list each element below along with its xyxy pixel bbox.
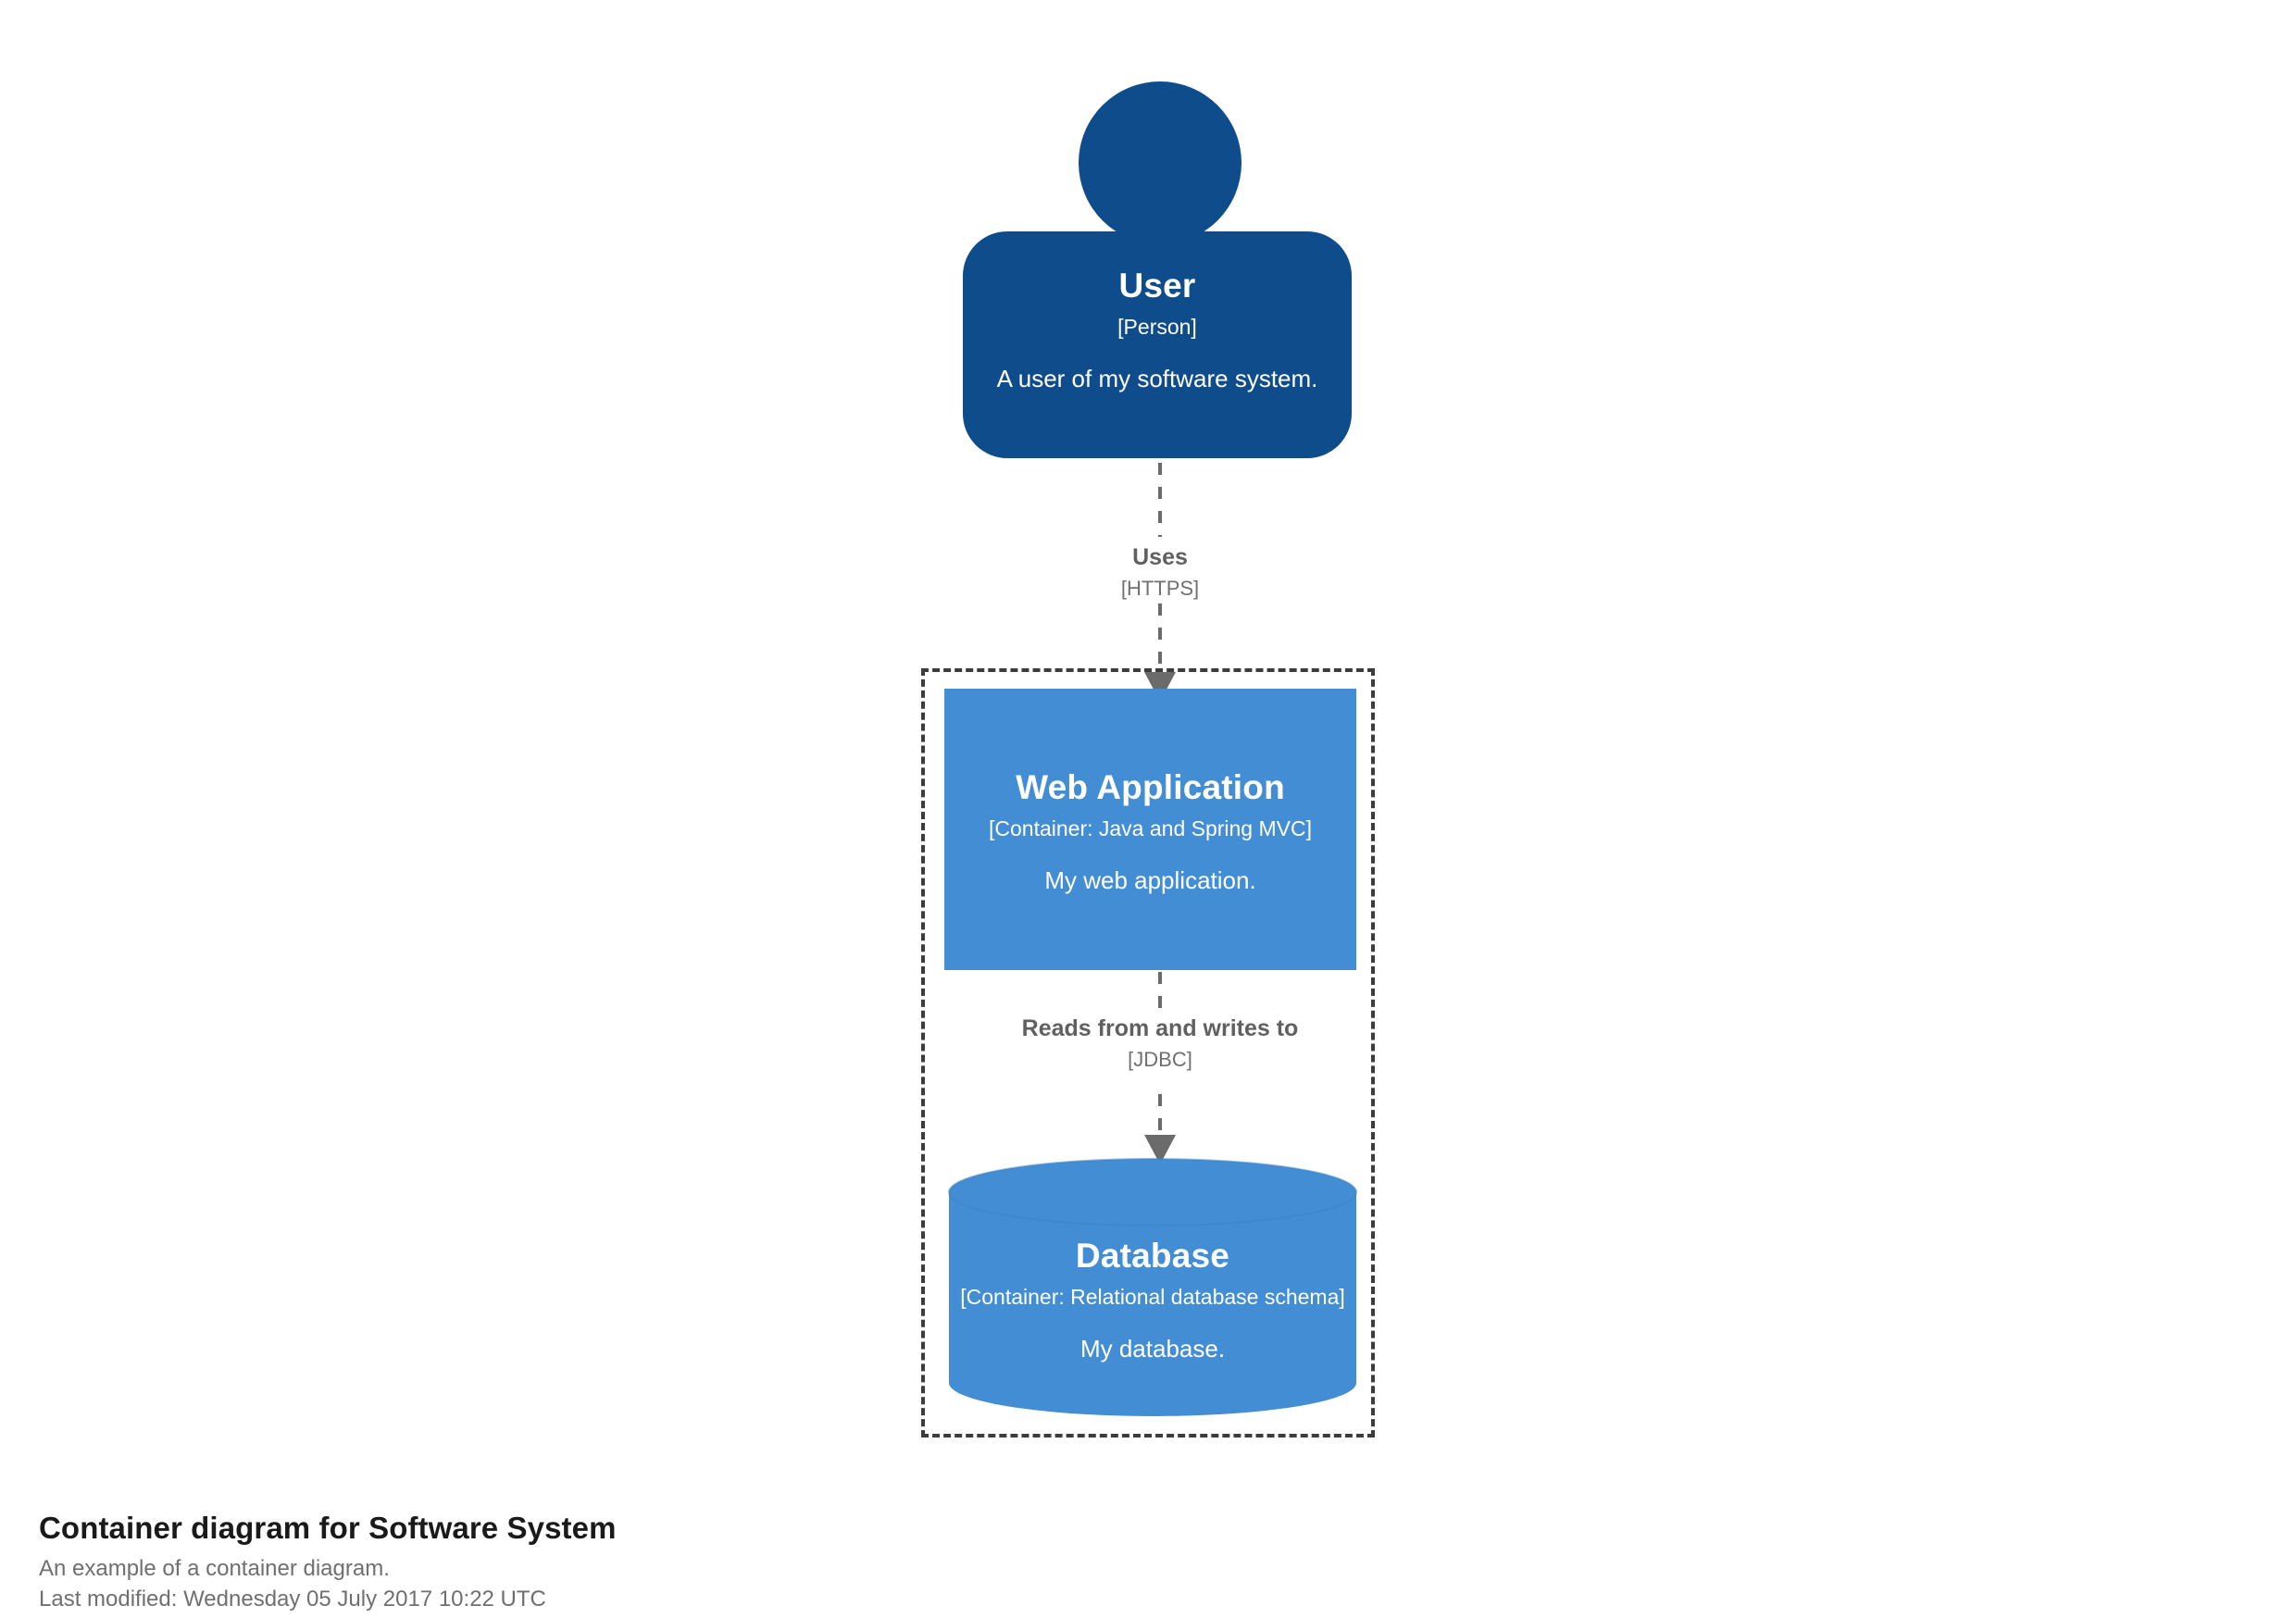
database-cylinder-top-ellipse	[948, 1191, 1357, 1226]
user-body-shape	[963, 231, 1352, 458]
relationship-reads-writes	[1144, 972, 1176, 1164]
database-cylinder-shape	[948, 1158, 1357, 1416]
relationship-uses	[1144, 463, 1176, 702]
database-cylinder-body	[949, 1159, 1356, 1416]
diagram-caption: Container diagram for Software System An…	[39, 1509, 1520, 1614]
relationship-reads-writes-arrowhead	[1144, 1135, 1176, 1164]
element-web-application[interactable]	[944, 689, 1356, 970]
relationship-uses-arrowhead	[1144, 672, 1176, 702]
user-head-icon	[1079, 81, 1242, 244]
element-database[interactable]	[949, 1160, 1356, 1416]
database-cylinder-top-edge	[948, 1158, 1357, 1193]
caption-title: Container diagram for Software System	[39, 1511, 617, 1545]
software-system-boundary	[921, 668, 1375, 1438]
caption-description: An example of a container diagram.	[39, 1556, 390, 1582]
caption-last-modified: Last modified: Wednesday 05 July 2017 10…	[39, 1587, 546, 1612]
